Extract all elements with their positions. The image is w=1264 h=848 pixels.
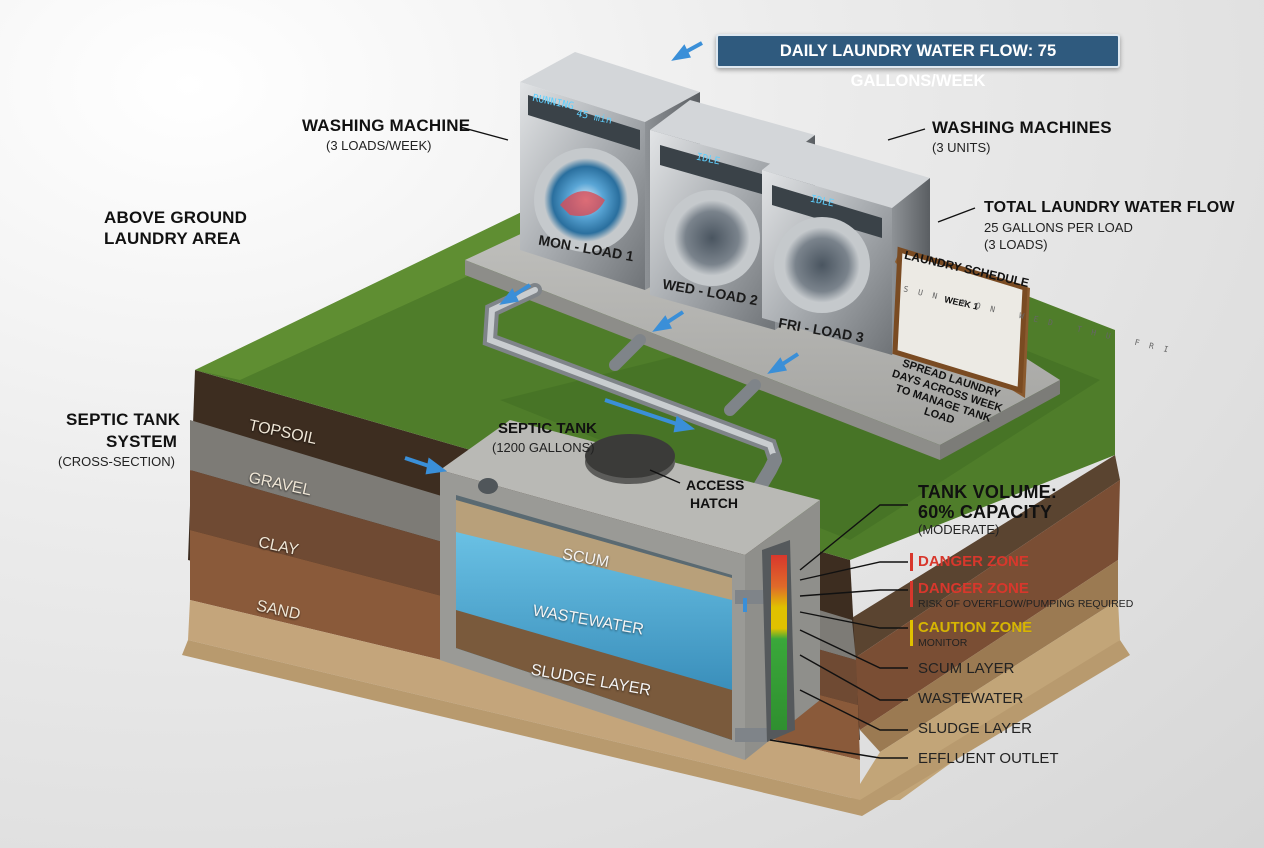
sludge-layer-label: SLUDGE LAYER (918, 720, 1032, 737)
danger-zone-1-marker (910, 553, 913, 571)
tank-volume-sub: (MODERATE) (918, 522, 1000, 537)
leader-lines (459, 126, 976, 759)
tank-title: SEPTIC TANK (498, 420, 597, 437)
ground-right-face (800, 455, 1120, 668)
scum-layer-label: SCUM LAYER (918, 660, 1015, 677)
tank-volume-capacity: 60% CAPACITY (918, 502, 1053, 522)
danger-zone-2-sub: RISK OF OVERFLOW/PUMPING REQUIRED (918, 598, 1134, 610)
access-hatch-label-2: HATCH (690, 495, 738, 511)
septic-tank (440, 420, 820, 760)
flow-arrows (404, 41, 800, 612)
danger-zone-2-marker (910, 581, 913, 607)
septic-system-label-2: SYSTEM (106, 432, 178, 451)
washing-machines-label: WASHING MACHINES (932, 118, 1112, 137)
caution-zone-sub: MONITOR (918, 637, 968, 649)
septic-system-label-1: SEPTIC TANK (66, 410, 181, 429)
above-ground-label-1: ABOVE GROUND (104, 208, 248, 227)
septic-system-sub: (CROSS-SECTION) (58, 454, 175, 469)
caution-zone-label: CAUTION ZONE (918, 619, 1033, 636)
washing-machines-sub: (3 UNITS) (932, 140, 991, 155)
caution-zone-marker (910, 620, 913, 646)
weekly-flow-banner: DAILY LAUNDRY WATER FLOW: 75 GALLONS/WEE… (716, 34, 1120, 90)
danger-zone-1-label: DANGER ZONE (918, 553, 1029, 570)
washing-machine-3 (762, 140, 930, 355)
tank-volume-label: TANK VOLUME: (918, 482, 1058, 502)
wastewater-label: WASTEWATER (918, 690, 1024, 707)
total-flow-sub-1: 25 GALLONS PER LOAD (984, 220, 1133, 235)
washing-machine-sub: (3 LOADS/WEEK) (326, 138, 432, 153)
tank-level-gauge (762, 540, 795, 742)
effluent-outlet-label: EFFLUENT OUTLET (918, 750, 1059, 767)
schedule-board (892, 246, 1030, 398)
danger-zone-2-label: DANGER ZONE (918, 580, 1029, 597)
tank-capacity: (1200 GALLONS) (492, 440, 595, 455)
total-flow-label: TOTAL LAUNDRY WATER FLOW (984, 199, 1235, 216)
total-flow-sub-2: (3 LOADS) (984, 237, 1048, 252)
above-ground-label-2: LAUNDRY AREA (104, 229, 241, 248)
washing-machine-label: WASHING MACHINE (302, 116, 471, 135)
access-hatch-label-1: ACCESS (686, 477, 745, 493)
